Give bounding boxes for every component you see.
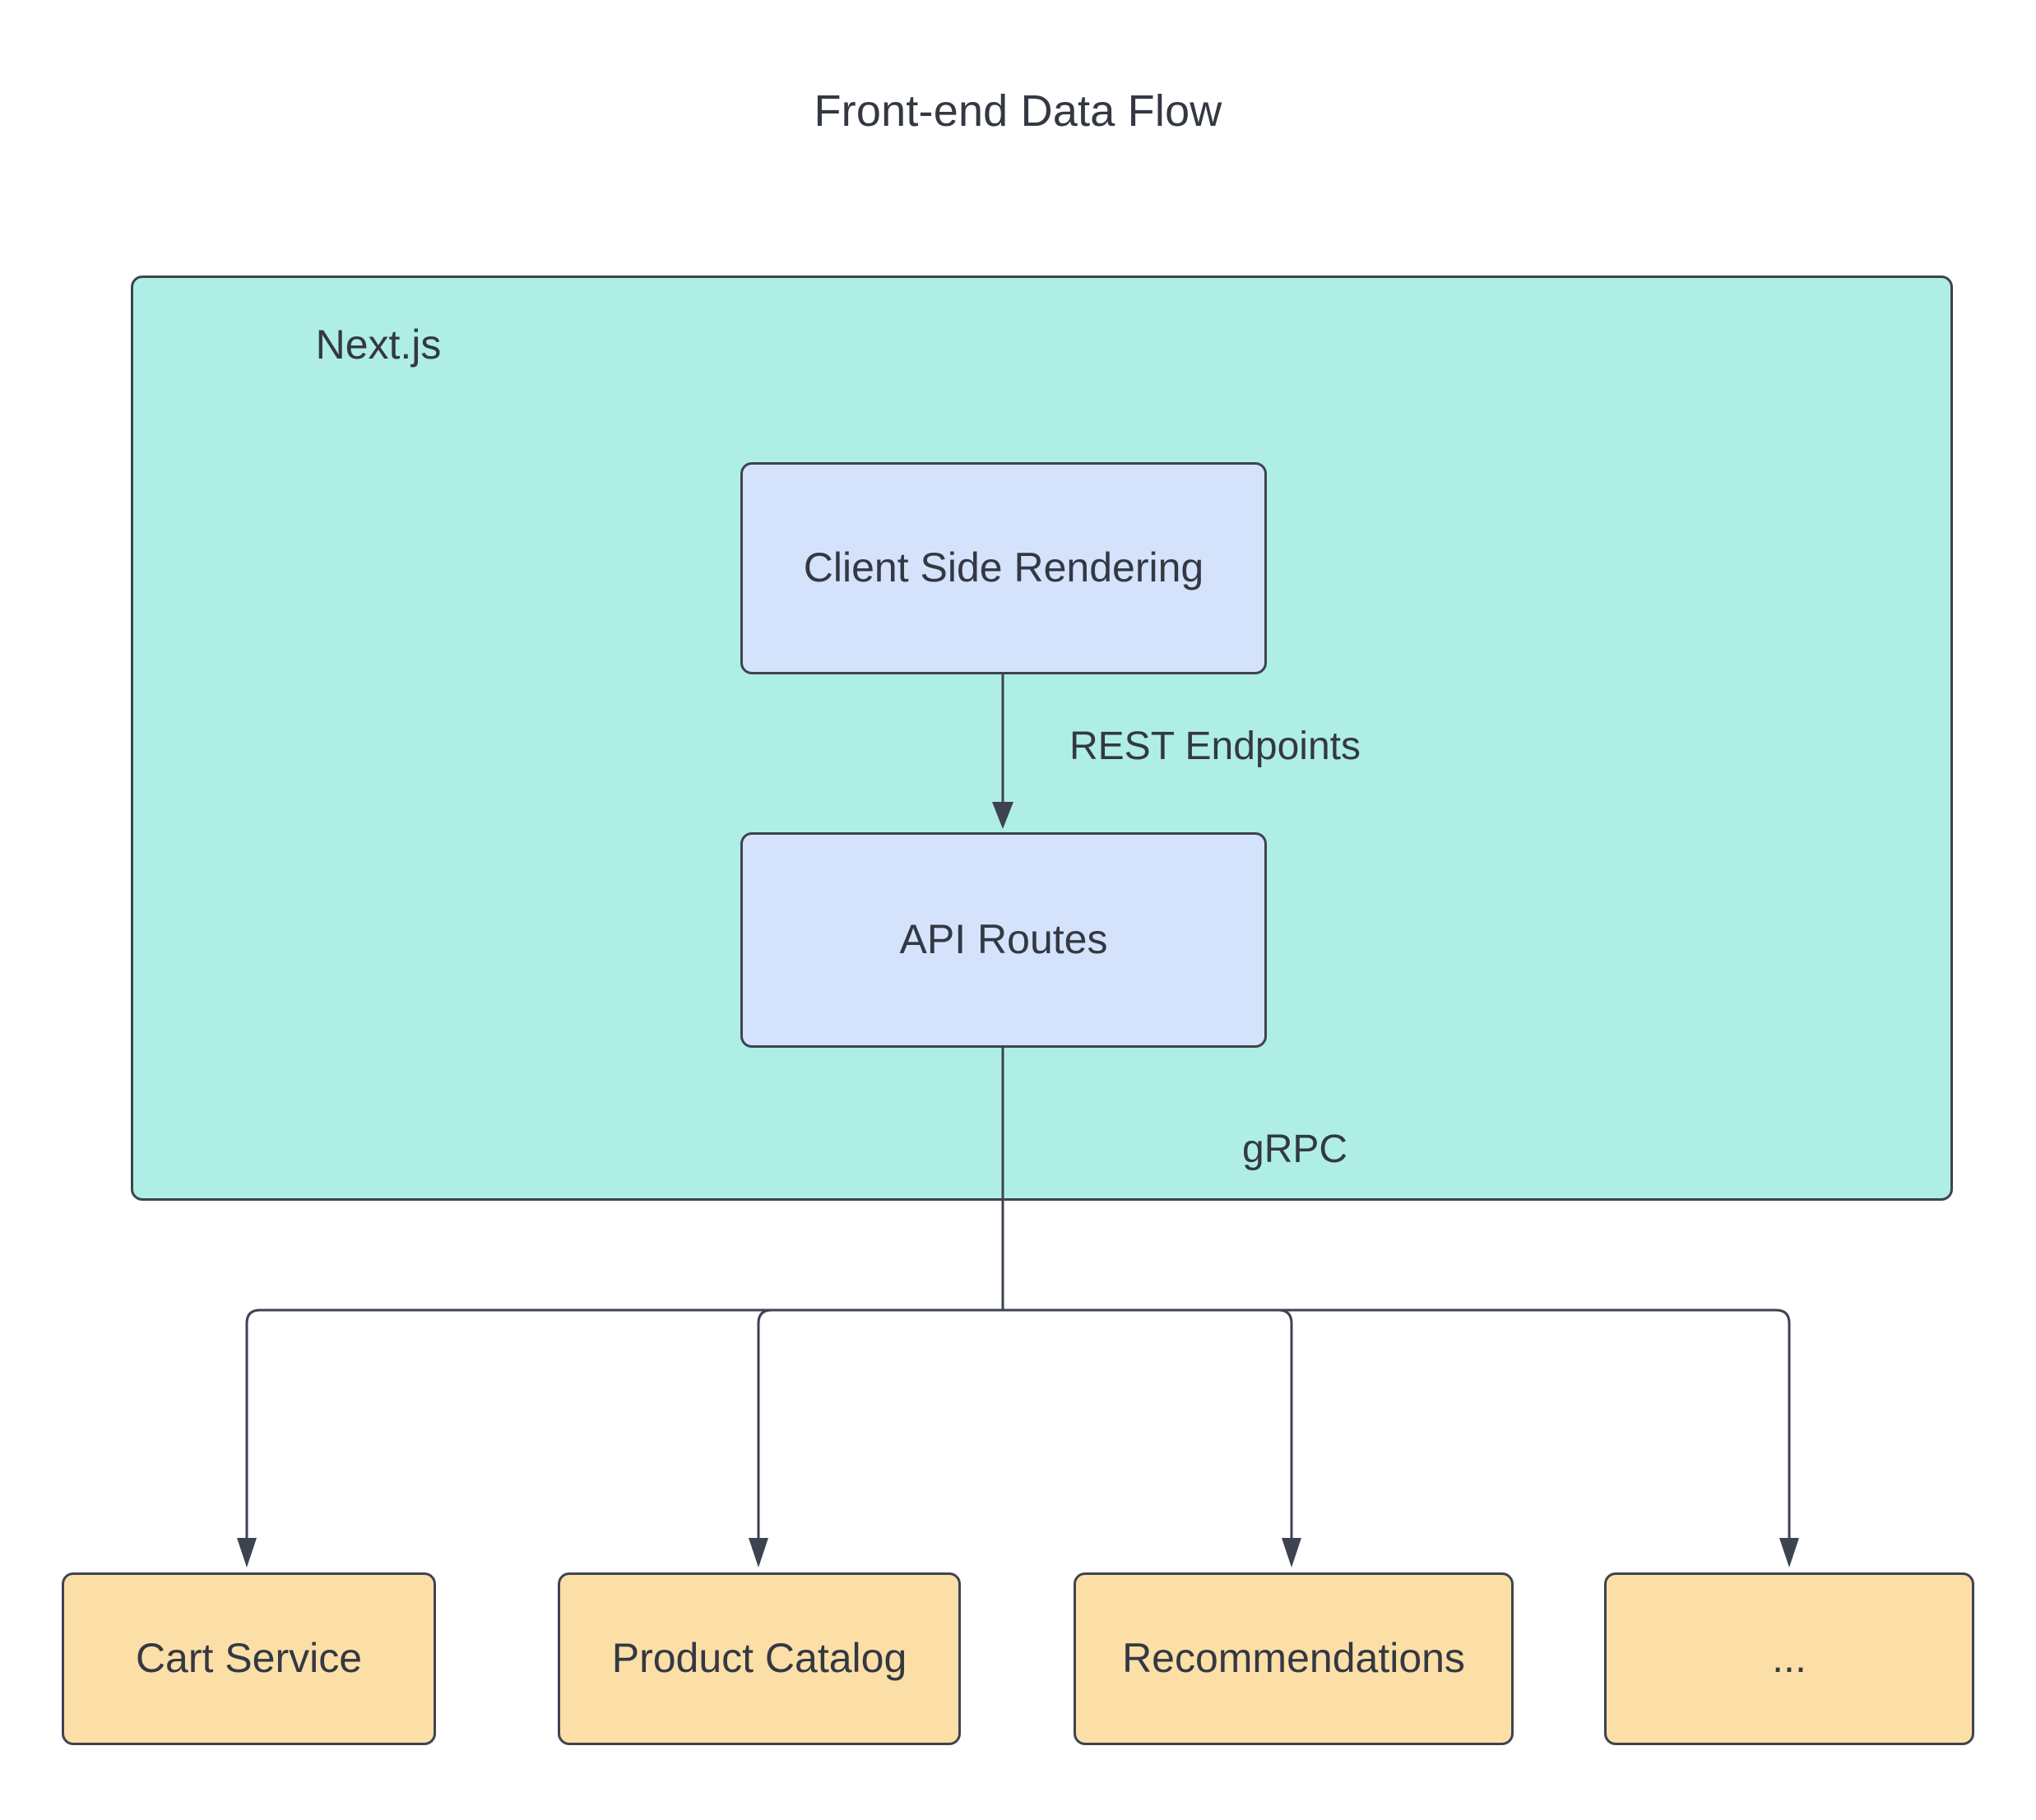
node-product-catalog[interactable]: Product Catalog: [558, 1572, 961, 1745]
edge-bus-to-product: [757, 1308, 1003, 1544]
edge-bus-to-cart: [245, 1308, 1003, 1544]
subgraph-nextjs-label: Next.js: [315, 322, 442, 368]
edge-bus-to-more: [1003, 1308, 1791, 1544]
page-title: Front-end Data Flow: [814, 86, 1222, 136]
arrow-head-more: [1779, 1538, 1799, 1568]
subgraph-nextjs: [131, 276, 1953, 1201]
node-recommendations[interactable]: Recommendations: [1074, 1572, 1514, 1745]
node-product-catalog-label: Product Catalog: [611, 1635, 907, 1682]
node-client-side-rendering[interactable]: Client Side Rendering: [740, 462, 1267, 674]
node-api-routes-label: API Routes: [899, 916, 1108, 963]
node-api-routes[interactable]: API Routes: [740, 832, 1267, 1048]
node-recommendations-label: Recommendations: [1122, 1635, 1465, 1682]
arrow-head-cart: [237, 1538, 257, 1568]
edge-label-rest-endpoints: REST Endpoints: [1069, 725, 1361, 768]
arrow-head-product: [749, 1538, 768, 1568]
arrow-head-recommendations: [1282, 1538, 1301, 1568]
node-more-services-label: ...: [1772, 1635, 1806, 1682]
node-cart-service[interactable]: Cart Service: [62, 1572, 436, 1745]
edge-bus-to-recommendations: [1003, 1308, 1293, 1544]
node-cart-service-label: Cart Service: [135, 1635, 363, 1682]
node-more-services[interactable]: ...: [1604, 1572, 1974, 1745]
edge-label-grpc: gRPC: [1242, 1128, 1348, 1171]
node-client-side-rendering-label: Client Side Rendering: [803, 544, 1204, 591]
